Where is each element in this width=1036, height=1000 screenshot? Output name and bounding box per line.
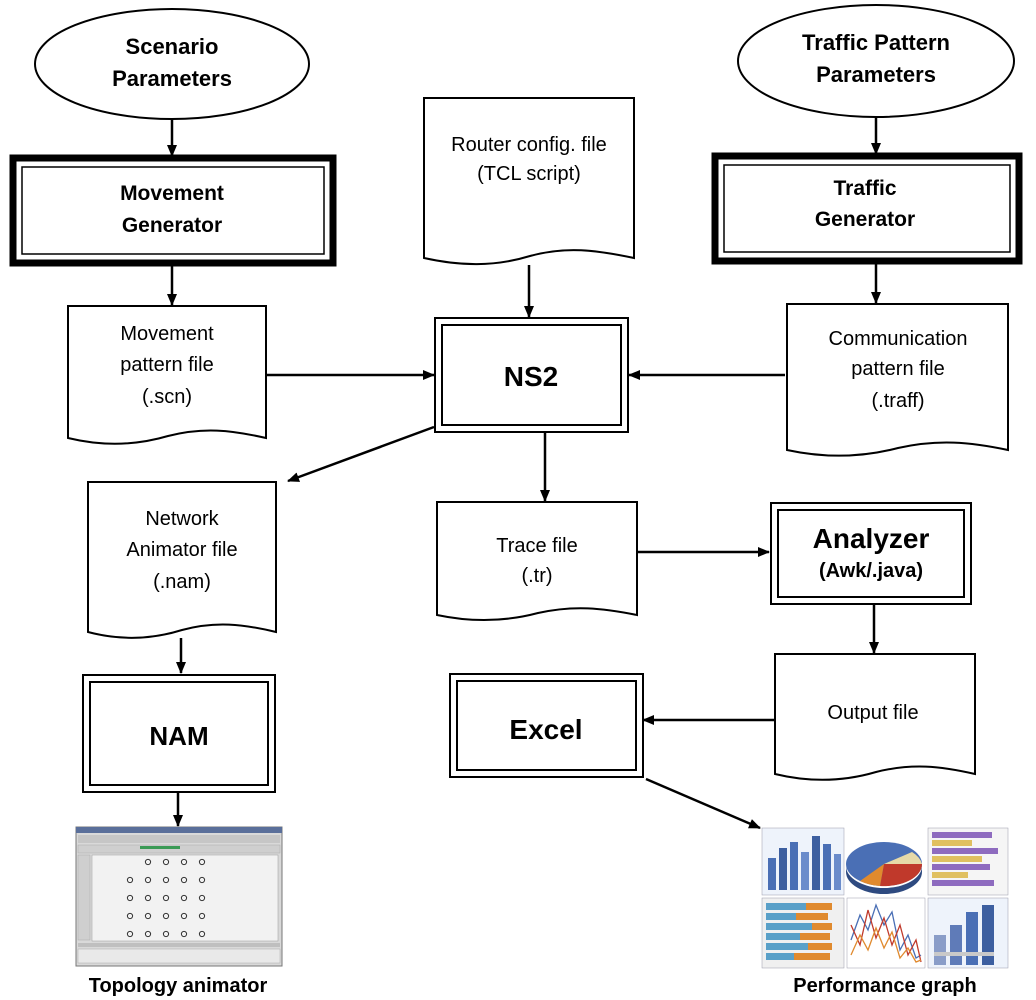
nam-node-dot [144,876,152,884]
nam-node-dot [144,912,152,920]
nam-node-dot [126,876,134,884]
nam-node-dot [180,930,188,938]
nam-node-dot [162,930,170,938]
analyzer-node: Analyzer (Awk/.java) [770,502,972,605]
nam-node-dot [162,876,170,884]
arrow-ns2-to-network-animator [287,425,435,483]
movement-generator-node: Movement Generator [9,154,337,267]
nam-node-dot [162,858,170,866]
traffic-generator-node: Traffic Generator [711,152,1023,265]
nam-node-dot [180,912,188,920]
communication-pattern-line-1: Communication [829,328,968,350]
bar-chart-thumbnail [761,827,845,896]
nam-node-dot [198,930,206,938]
nam-node-dot [144,894,152,902]
nam-node-dot [180,858,188,866]
communication-pattern-line-3: (.traff) [872,390,925,412]
nam-node-dot [198,858,206,866]
nam-node-dot [126,912,134,920]
router-config-line-1: Router config. file [451,134,607,156]
nam-node-dot [180,894,188,902]
nam-node-dot [144,930,152,938]
traffic-parameters-line-2: Parameters [816,62,936,87]
performance-graph-caption: Performance graph [793,975,976,997]
movement-pattern-line-3: (.scn) [142,386,192,408]
nam-node: NAM [82,674,276,793]
nam-node-dot [126,894,134,902]
pie-chart-thumbnail [846,842,923,894]
movement-pattern-file-node: Movement pattern file (.scn) [67,305,267,445]
scenario-parameters-node: Scenario Parameters [34,8,310,120]
analyzer-line-2: (Awk/.java) [819,560,923,582]
trace-file-node: Trace file (.tr) [436,501,638,622]
communication-pattern-line-2: pattern file [851,358,944,380]
excel-label: Excel [509,714,582,745]
excel-node: Excel [449,673,644,778]
nam-node-dot [126,930,134,938]
nam-node-dot [144,858,152,866]
nam-node-dot [198,876,206,884]
nam-node-dot [198,894,206,902]
nam-label: NAM [149,721,208,751]
traffic-generator-line-2: Generator [815,208,915,231]
scenario-parameters-line-1: Scenario [126,34,219,59]
movement-generator-line-1: Movement [120,182,224,205]
nam-node-dot [180,876,188,884]
nam-node-grid [126,858,206,938]
output-file-node: Output file [774,653,976,781]
arrow-excel-to-performance-graph [645,777,761,830]
topology-animator-image [75,826,283,967]
traffic-pattern-parameters-node: Traffic Pattern Parameters [737,4,1015,118]
line-chart-thumbnail [846,897,926,969]
movement-pattern-line-2: pattern file [120,354,213,376]
router-config-line-2: (TCL script) [477,163,581,185]
column-chart-thumbnail [927,897,1009,969]
analyzer-line-1: Analyzer [813,523,930,554]
network-animator-line-3: (.nam) [153,571,211,593]
performance-graph-image [761,827,1009,969]
communication-pattern-file-node: Communication pattern file (.traff) [786,303,1009,457]
topology-animator-caption: Topology animator [89,975,268,997]
traffic-generator-line-1: Traffic [833,177,896,200]
network-animator-file-node: Network Animator file (.nam) [87,481,277,639]
trace-file-line-2: (.tr) [521,565,552,587]
nam-node-dot [162,894,170,902]
ns2-node: NS2 [434,317,629,433]
stacked-bar-thumbnail [761,897,845,969]
connectors [167,118,881,830]
traffic-parameters-line-1: Traffic Pattern [802,30,950,55]
ns2-label: NS2 [504,361,558,392]
network-animator-line-2: Animator file [126,539,237,561]
scenario-parameters-line-2: Parameters [112,66,232,91]
output-file-label: Output file [827,702,918,724]
movement-pattern-line-1: Movement [120,323,214,345]
trace-file-line-1: Trace file [496,535,578,557]
nam-node-dot [198,912,206,920]
nam-node-dot [162,912,170,920]
movement-generator-line-2: Generator [122,214,222,237]
network-animator-line-1: Network [145,508,219,530]
horizontal-bar-thumbnail [927,827,1009,896]
router-config-file-node: Router config. file (TCL script) [423,97,635,266]
